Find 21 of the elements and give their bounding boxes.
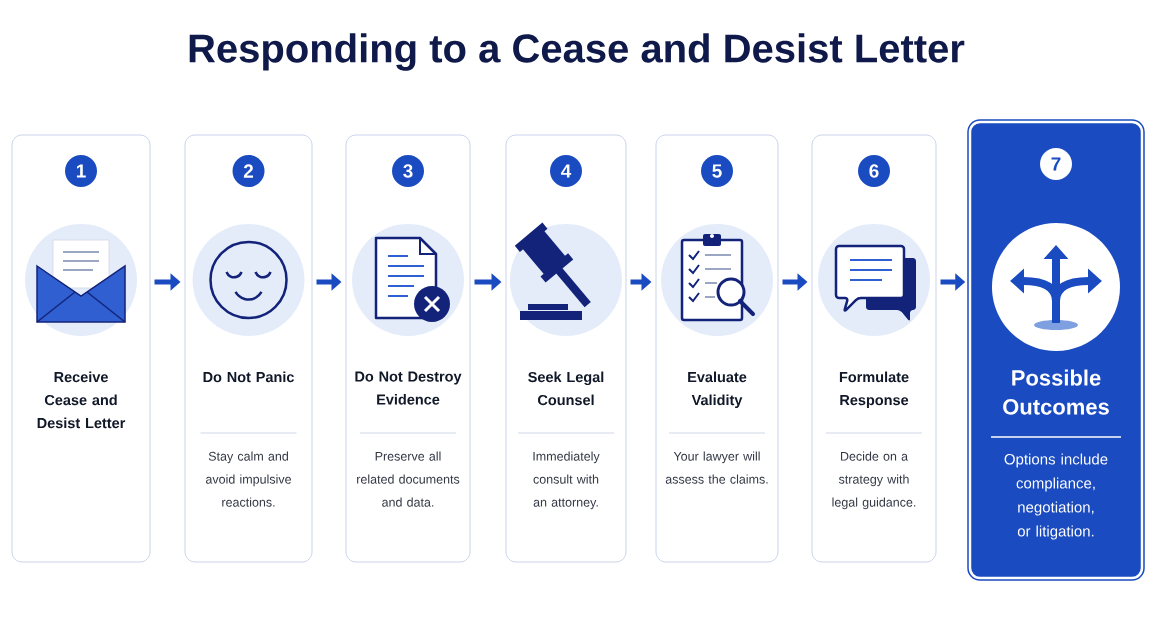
- step-number: 4: [550, 155, 582, 187]
- step-heading: Receive Cease and Desist Letter: [37, 371, 126, 429]
- step-heading: Do Not Destroy Evidence: [355, 371, 462, 405]
- step-number: 7: [1040, 148, 1072, 180]
- step-heading: Possible Outcomes: [1003, 369, 1109, 415]
- step-description: Immediately consult with an attorney.: [533, 451, 600, 510]
- step-heading: Evaluate Validity: [688, 371, 747, 409]
- step-number: 3: [392, 155, 424, 187]
- title: Responding to a Cease and Desist Letter: [189, 33, 965, 71]
- step-number: 2: [232, 155, 265, 187]
- step-description: Stay calm and avoid impulsive reactions.: [205, 451, 291, 507]
- step-heading: Formulate Response: [839, 371, 909, 409]
- step-number: 6: [858, 155, 890, 187]
- step-heading: Do Not Panic: [203, 371, 294, 383]
- step-number: 1: [65, 155, 97, 187]
- step-description: Your lawyer will assess the claims.: [665, 451, 768, 484]
- step-description: Options include compliance, negotiation, or litigation.: [1004, 453, 1108, 540]
- step-description: Decide on a strategy with legal guidance.: [832, 451, 916, 510]
- step-description: Preserve all related documents and data.: [357, 451, 460, 507]
- step-number: 5: [701, 155, 733, 187]
- step-heading: Seek Legal Counsel: [528, 371, 604, 406]
